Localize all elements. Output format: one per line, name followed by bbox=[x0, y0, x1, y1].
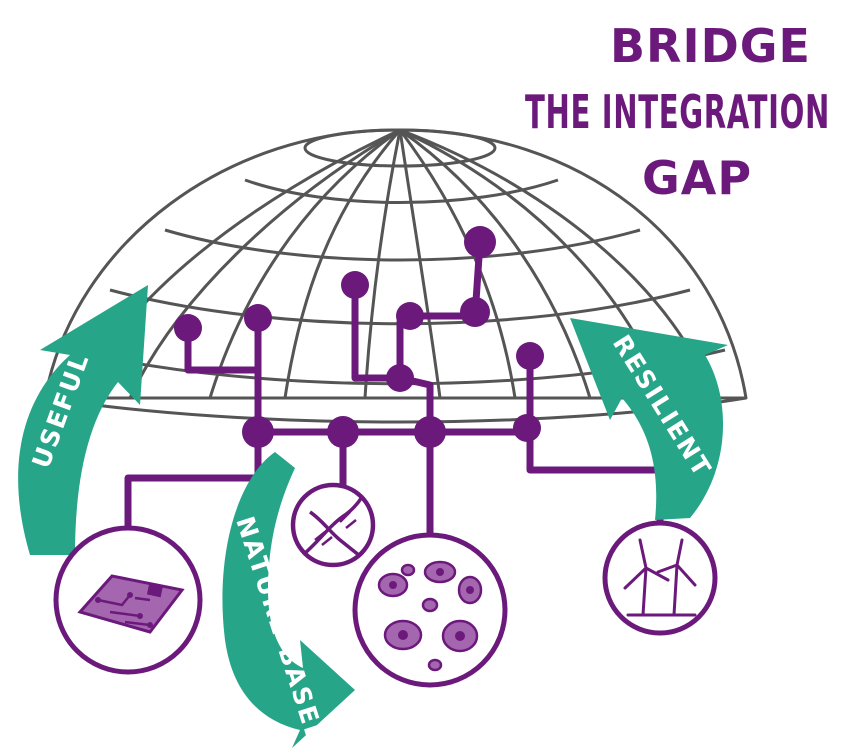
title-line-2: THE INTEGRATION bbox=[525, 85, 830, 139]
wind-turbines-icon bbox=[602, 520, 718, 636]
network-node bbox=[341, 271, 369, 299]
globe-dome bbox=[43, 128, 748, 424]
network-node bbox=[464, 226, 496, 258]
network-node bbox=[244, 304, 272, 332]
network-node bbox=[460, 297, 490, 327]
network-node bbox=[174, 314, 202, 342]
circuit-board-icon bbox=[53, 525, 203, 675]
network bbox=[124, 238, 664, 544]
useful-arrow: USEFUL bbox=[18, 285, 148, 555]
network-node bbox=[414, 416, 446, 448]
network-node bbox=[327, 416, 359, 448]
dna-helix-icon bbox=[290, 482, 376, 568]
network-node bbox=[396, 302, 424, 330]
network-node bbox=[242, 416, 274, 448]
network-node bbox=[513, 414, 541, 442]
network-node bbox=[516, 342, 544, 370]
network-node bbox=[386, 364, 414, 392]
title-line-1: BRIDGE bbox=[610, 19, 811, 73]
title-line-3: GAP bbox=[642, 151, 752, 205]
cells-icon bbox=[352, 532, 508, 688]
network-nodes bbox=[174, 226, 544, 448]
title: BRIDGE THE INTEGRATION GAP bbox=[525, 19, 830, 205]
resilient-arrow: RESILIENT bbox=[570, 318, 728, 520]
